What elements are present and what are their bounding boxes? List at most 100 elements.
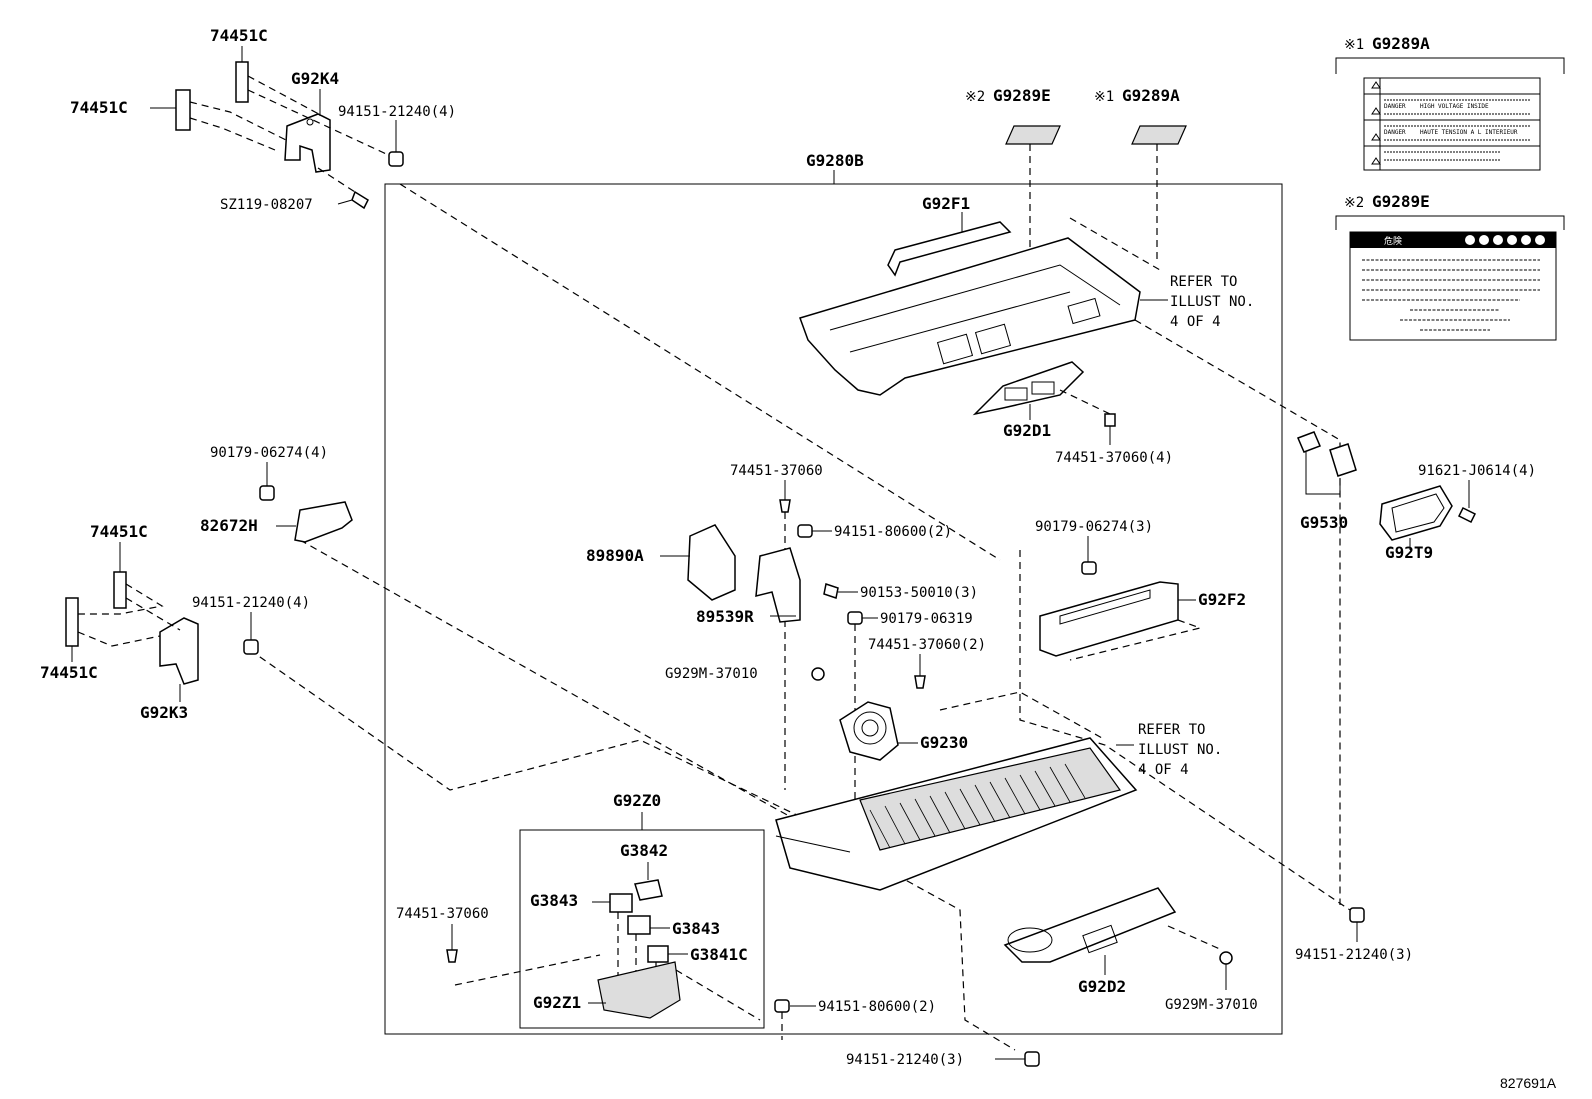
bracket-G92K3-group: 74451C 74451C G92K3 94151-21240(4) [40, 522, 310, 722]
label-G92F1: G92F1 [922, 194, 970, 213]
bracket-G92K3-icon [159, 617, 199, 685]
label-74451-37060-a: 74451-37060 [730, 463, 823, 479]
duct-G92D1-icon [972, 361, 1085, 416]
sticker-G9289A-icon [1131, 125, 1187, 145]
label-A-row-1: DANGER [1384, 103, 1406, 110]
nut-94151-21240-b-icon [243, 639, 259, 655]
nut-94151-21240-3-a-icon [1349, 907, 1365, 923]
label-74451C-d: 74451C [40, 663, 98, 682]
label-A-row-2: HIGH VOLTAGE INSIDE [1420, 103, 1489, 110]
duct-G92D2: G92D2 G929M-37010 [1003, 887, 1258, 1013]
relay-G3843-a-icon [609, 893, 633, 913]
nut-94151-80600-b-icon [774, 999, 790, 1013]
battery-module: REFER TO ILLUST NO. 4 OF 4 [775, 722, 1222, 891]
mark-1-mid: ※1 [1094, 89, 1114, 105]
label-G92Z0: G92Z0 [613, 791, 661, 810]
blower-G9230-icon [839, 701, 899, 761]
nut-90179-06319-icon [847, 611, 863, 625]
label-G9289A-mid: G9289A [1122, 86, 1180, 105]
clip-74451C-c-icon [113, 571, 127, 609]
label-G92K4: G92K4 [291, 69, 339, 88]
ecu-89890A-icon [687, 524, 736, 601]
bracket-89539R-icon [755, 547, 801, 623]
label-G3841C: G3841C [690, 945, 748, 964]
label-stickers-mid: ※2 G9289E ※1 G9289A [965, 86, 1187, 260]
clip-G929M-b-icon [1219, 951, 1233, 965]
duct-G92D2-icon [1003, 887, 1177, 963]
label-94151-80600-2-b: 94151-80600(2) [818, 999, 936, 1015]
mark-2-inset: ※2 [1344, 195, 1364, 211]
label-94151-80600-2-a: 94151-80600(2) [834, 524, 952, 540]
label-90179-06319: 90179-06319 [880, 611, 973, 627]
nut-90179-06274-3-icon [1081, 561, 1097, 575]
clip-74451-37060-b-icon [446, 949, 458, 963]
clip-74451C-left-icon [175, 89, 191, 131]
nut-94151-80600-a-icon [797, 524, 813, 538]
label-G9280B: G9280B [806, 151, 864, 170]
clip-G9530-a-icon [1297, 431, 1321, 453]
clip-74451-37060-icon [1104, 413, 1116, 427]
label-74451C-top: 74451C [210, 26, 268, 45]
relay-G3842-icon [634, 879, 663, 901]
duct-G92D1: G92D1 74451-37060(4) [972, 361, 1173, 466]
refer-note-a-2: ILLUST NO. [1170, 294, 1254, 310]
clip-74451C-top-icon [235, 61, 249, 103]
upper-cover-G92F1: G92F1 REFER TO ILLUST NO. 4 OF 4 [799, 194, 1254, 396]
bolt-91621-icon [1457, 506, 1477, 524]
label-82672H: 82672H [200, 516, 258, 535]
cover-strip-icon [887, 221, 1012, 277]
label-G9289E-sticker [1349, 231, 1557, 341]
refer-note-a-1: REFER TO [1170, 274, 1237, 290]
label-G92D1: G92D1 [1003, 421, 1051, 440]
battery-cells-icon [859, 747, 1122, 851]
label-G3843-b: G3843 [672, 919, 720, 938]
clip-74451C-d-icon [65, 597, 79, 647]
junction-G92Z1-icon [597, 961, 681, 1019]
bottom-fasteners: 94151-80600(2) 94151-21240(3) 94151-2124… [774, 907, 1413, 1068]
clip-74451-37060-2-icon [914, 675, 926, 689]
refer-note-b-1: REFER TO [1138, 722, 1205, 738]
junction-block-inset: G92Z0 G3842 G3843 G3843 G3841C G92Z1 [454, 791, 765, 1029]
label-74451-37060-4: 74451-37060(4) [1055, 450, 1173, 466]
label-91621-J0614-4: 91621-J0614(4) [1418, 463, 1536, 479]
bracket-G92K4-group: 74451C 74451C G92K4 94151-21240(4) SZ119… [70, 26, 456, 213]
label-90179-06274-4: 90179-06274(4) [210, 445, 328, 461]
cover-G92T9-icon [1379, 485, 1453, 541]
bracket-82672H-icon [294, 501, 353, 543]
clip-G9530-b-icon [1329, 443, 1357, 477]
illustration-id: 827691A [1500, 1075, 1557, 1091]
cover-G92F1-icon [799, 237, 1141, 396]
label-G9530: G9530 [1300, 513, 1348, 532]
mark-2-mid: ※2 [965, 89, 985, 105]
label-G92D2: G92D2 [1078, 977, 1126, 996]
label-74451-37060-b: 74451-37060 [396, 906, 489, 922]
label-G92K3: G92K3 [140, 703, 188, 722]
refer-note-b-3: 4 OF 4 [1138, 762, 1189, 778]
label-G92F2: G92F2 [1198, 590, 1246, 609]
tray-G92F2-icon [1039, 581, 1179, 657]
label-G92Z1: G92Z1 [533, 993, 581, 1012]
label-74451-37060-2: 74451-37060(2) [868, 637, 986, 653]
label-G9289A-sticker [1363, 77, 1541, 171]
sticker-G9289E-icon [1005, 125, 1061, 145]
inset-frame-G92Z0 [519, 829, 765, 1029]
clip-74451-37060-a-icon [779, 499, 791, 513]
alignment-line-top [399, 183, 1001, 561]
tray-G92F2: 90179-06274(3) G92F2 [1035, 519, 1246, 661]
refer-note-b-2: ILLUST NO. [1138, 742, 1222, 758]
label-90153-50010-3: 90153-50010(3) [860, 585, 978, 601]
inset-label-G9289E: ※2 G9289E 危険 [1335, 192, 1565, 341]
label-89890A: 89890A [586, 546, 644, 565]
nut-94151-21240-icon [388, 151, 404, 167]
label-89539R: 89539R [696, 607, 754, 626]
label-G929M-37010-a: G929M-37010 [665, 666, 758, 682]
label-G3843-a: G3843 [530, 891, 578, 910]
label-E-header: 危険 [1384, 235, 1402, 247]
label-94151-21240-4-top: 94151-21240(4) [338, 104, 456, 120]
ecu-group: 74451-37060 94151-80600(2) 89890A 89539R… [586, 463, 978, 810]
nut-94151-21240-3-b-icon [1024, 1051, 1040, 1067]
bracket-82672H-group: 90179-06274(4) 82672H [200, 445, 353, 543]
label-G929M-37010-b: G929M-37010 [1165, 997, 1258, 1013]
clip-G929M-a-icon [811, 667, 825, 681]
